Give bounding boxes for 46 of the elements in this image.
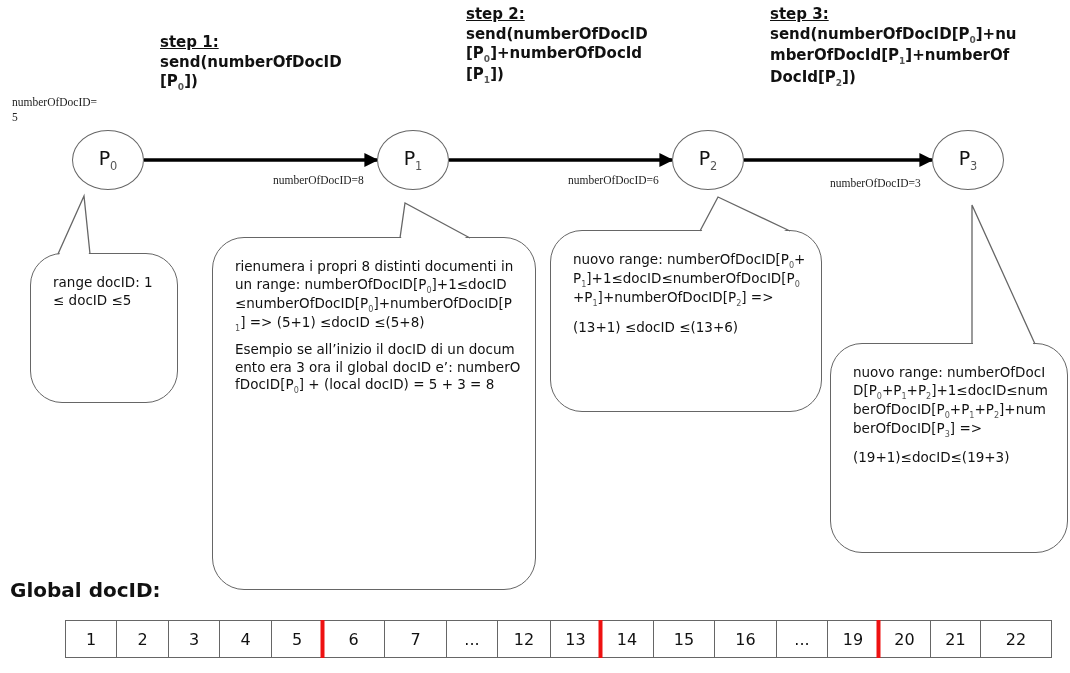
callout-text: (13+1) ≤docID ≤(13+6) xyxy=(573,318,740,337)
table-cell: 12 xyxy=(497,620,551,658)
arrow xyxy=(449,153,674,167)
table-cell: 21 xyxy=(930,620,981,658)
table-cell: 15 xyxy=(653,620,715,658)
callout-text: rienumera i propri 8 distinti documenti in un range: numberOfDocID[P$_{0}$]+1≤docID ≤numberOfDocID[P$_{0}$]+numberOfDocID[P$_{1}$] => (5+1) ≤docID ≤(5+8) xyxy=(235,258,515,334)
table-cell: 3 xyxy=(168,620,220,658)
table-cell: 4 xyxy=(219,620,272,658)
speech-bubble xyxy=(30,253,178,403)
table-cell: 5 xyxy=(271,620,323,658)
table-cell: 14 xyxy=(600,620,654,658)
table-cell: 6 xyxy=(322,620,385,658)
step-heading: step 3: xyxy=(770,5,829,24)
section-heading: Global docID: xyxy=(10,578,161,602)
process-label: P$_{0}$ xyxy=(98,147,118,173)
table-cell: 16 xyxy=(714,620,777,658)
callout-text: nuovo range: numberOfDocID[P$_{0}$+P$_{1}$+P$_{2}$]+1≤docID≤numberOfDocID[P$_{0}$+P$_{1}$+P$_{2}$]+numberOfDocID[P$_{3}$] => xyxy=(853,364,1049,440)
table-cell: ... xyxy=(446,620,498,658)
process-label: P$_{2}$ xyxy=(698,147,718,173)
table-cell: 2 xyxy=(116,620,169,658)
speech-bubble xyxy=(830,343,1068,553)
count-label: numberOfDocID=3 xyxy=(830,176,922,191)
table-cell: ... xyxy=(776,620,828,658)
step-heading: step 1: xyxy=(160,33,219,52)
function-call: send(numberOfDocID[P$_{0}$]+numberOfDocId[P$_{1}$]+numberOfDocId[P$_{2}$]) xyxy=(770,25,1018,89)
process-label: P$_{1}$ xyxy=(403,147,423,173)
callout-text: nuovo range: numberOfDocID[P$_{0}$+P$_{1}$]+1≤docID≤numberOfDocID[P$_{0}$+P$_{1}$]+numberOfDocID[P$_{2}$] => xyxy=(573,251,807,309)
table-cell: 19 xyxy=(827,620,879,658)
arrow xyxy=(744,153,934,167)
count-label: numberOfDocID=8 xyxy=(273,173,365,188)
count-label: numberOfDocID=6 xyxy=(568,173,660,188)
table-cell: 13 xyxy=(550,620,601,658)
table-cell: 22 xyxy=(980,620,1052,658)
speech-bubble xyxy=(550,230,822,412)
function-call: send(numberOfDocID[P$_{0}$]+numberOfDocId[P$_{1}$]) xyxy=(466,25,649,87)
count-label: numberOfDocID=5 xyxy=(12,95,99,125)
callout-text: Esempio se all’inizio il docID di un documento era 3 ora il global docID e’: numberOfDocID[P$_{0}$] + (local docID) = 5 + 3 = 8 xyxy=(235,341,521,396)
process-label: P$_{3}$ xyxy=(958,147,978,173)
table-cell: 7 xyxy=(384,620,447,658)
callout-text: (19+1)≤docID≤(19+3) xyxy=(853,449,1011,467)
speech-bubble xyxy=(212,237,536,590)
arrow xyxy=(144,153,379,167)
step-heading: step 2: xyxy=(466,5,525,24)
table-cell: 1 xyxy=(65,620,117,658)
callout-text: range docID: 1≤ docID ≤5 xyxy=(53,274,154,310)
function-call: send(numberOfDocID[P$_{0}$]) xyxy=(160,53,343,93)
